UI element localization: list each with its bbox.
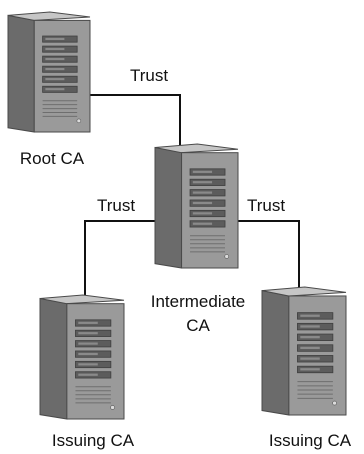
connector-root-to-intermediate xyxy=(90,94,181,150)
node-label-issuing-ca-left: Issuing CA xyxy=(52,431,135,450)
node-label-intermediate-ca-line1: Intermediate xyxy=(151,292,246,311)
server-icon xyxy=(7,11,91,133)
server-icon xyxy=(154,143,239,269)
connector-intermediate-to-left-issuing xyxy=(84,220,157,296)
node-label-intermediate-ca-line2: CA xyxy=(186,316,210,335)
node-label-issuing-ca-right: Issuing CA xyxy=(269,431,352,450)
connector-intermediate-to-right-issuing xyxy=(238,220,300,288)
edge-label-intermediate-right: Trust xyxy=(247,196,285,215)
connectors xyxy=(84,94,300,296)
server-icon xyxy=(39,294,125,420)
server-icon xyxy=(261,286,347,416)
edge-label-intermediate-left: Trust xyxy=(97,196,135,215)
node-label-root-ca: Root CA xyxy=(20,149,85,168)
edge-label-root-intermediate: Trust xyxy=(130,66,168,85)
